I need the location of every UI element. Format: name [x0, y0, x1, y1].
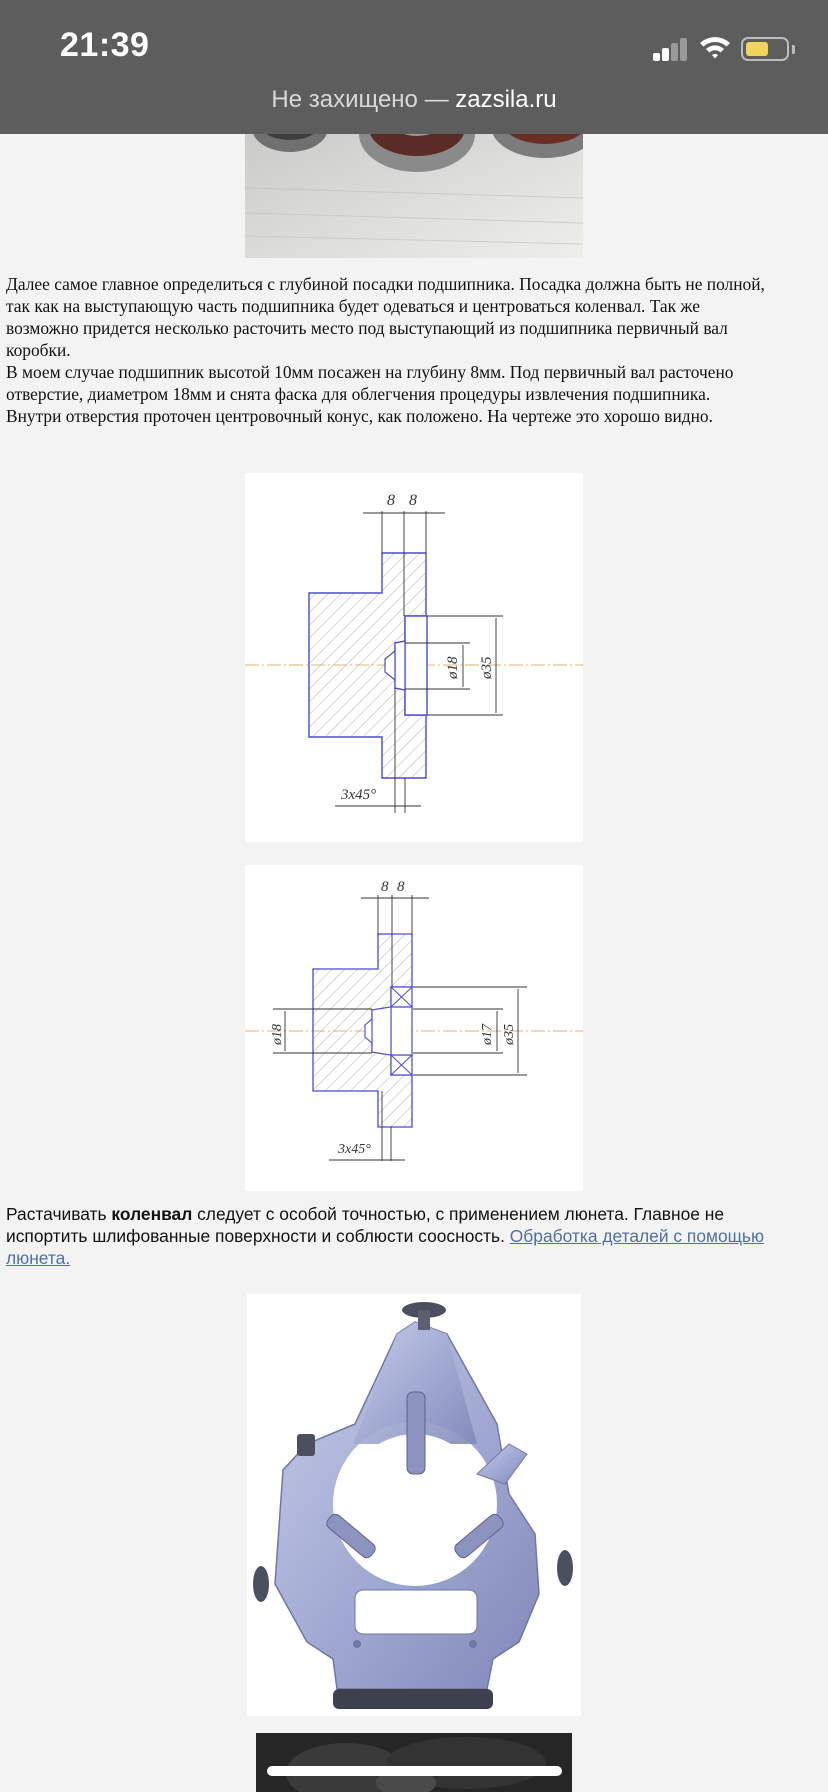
- article-paragraph-boring: Растачивать коленвал следует с особой то…: [6, 1203, 822, 1269]
- battery-tip: [792, 45, 795, 54]
- battery-level: [746, 42, 768, 56]
- text-line: испортить шлифованные поверхности и собл…: [6, 1226, 765, 1246]
- text-line: Растачивать коленвал следует с особой то…: [6, 1204, 725, 1224]
- dim-chamfer: 3x45°: [337, 1142, 371, 1157]
- wifi-icon: [700, 37, 730, 59]
- site-domain: zazsila.ru: [455, 86, 557, 113]
- steady-rest-article-link[interactable]: Обработка деталей с помощью: [509, 1226, 765, 1246]
- technical-drawing-with-bearing: 8 8 3x45° ø18 ø17 ø35: [245, 865, 583, 1191]
- browser-top-bar: 21:39 Не захищено — zazsila.ru: [0, 0, 828, 134]
- steady-rest-article-link-cont[interactable]: люнета.: [6, 1248, 71, 1268]
- dim-depth-2: 8: [409, 492, 417, 509]
- home-indicator[interactable]: [267, 1766, 562, 1776]
- bearings-photo: [245, 118, 583, 258]
- next-article-photo: [256, 1733, 572, 1792]
- text-line: возможно придется несколько расточить ме…: [6, 318, 728, 338]
- address-bar[interactable]: Не захищено — zazsila.ru: [0, 86, 828, 114]
- text-line: люнета.: [6, 1247, 822, 1269]
- article-paragraph-bearing-seat: Далее самое главное определиться с глуби…: [6, 273, 822, 427]
- dim-bore-diameter: ø17: [480, 1023, 495, 1046]
- text-line: коробки.: [6, 340, 71, 360]
- text-line: так как на выступающую часть подшипника …: [6, 296, 700, 316]
- bold-term: коленвал: [111, 1204, 193, 1224]
- cellular-signal-icon: [653, 37, 689, 61]
- status-time: 21:39: [60, 26, 150, 64]
- dim-depth-1: 8: [381, 879, 389, 895]
- text-line: Далее самое главное определиться с глуби…: [6, 274, 765, 294]
- security-warning: Не захищено —: [271, 86, 449, 113]
- dim-left-diameter: ø18: [270, 1024, 285, 1046]
- text-line: В моем случае подшипник высотой 10мм пос…: [6, 362, 734, 382]
- battery-icon: [741, 37, 789, 61]
- dim-bore-diameter: ø18: [445, 656, 461, 680]
- dim-chamfer: 3x45°: [340, 787, 376, 803]
- technical-drawing-flange: 8 8 3x45° ø18 ø35: [245, 473, 583, 842]
- text-line: Внутри отверстия проточен центровочный к…: [6, 406, 713, 426]
- dim-depth-2: 8: [397, 879, 405, 895]
- text-line: отверстие, диаметром 18мм и снята фаска …: [6, 384, 711, 404]
- dim-pocket-diameter: ø35: [479, 656, 495, 680]
- dim-pocket-diameter: ø35: [502, 1024, 517, 1046]
- steady-rest-photo: [247, 1294, 581, 1716]
- dim-depth-1: 8: [387, 492, 395, 509]
